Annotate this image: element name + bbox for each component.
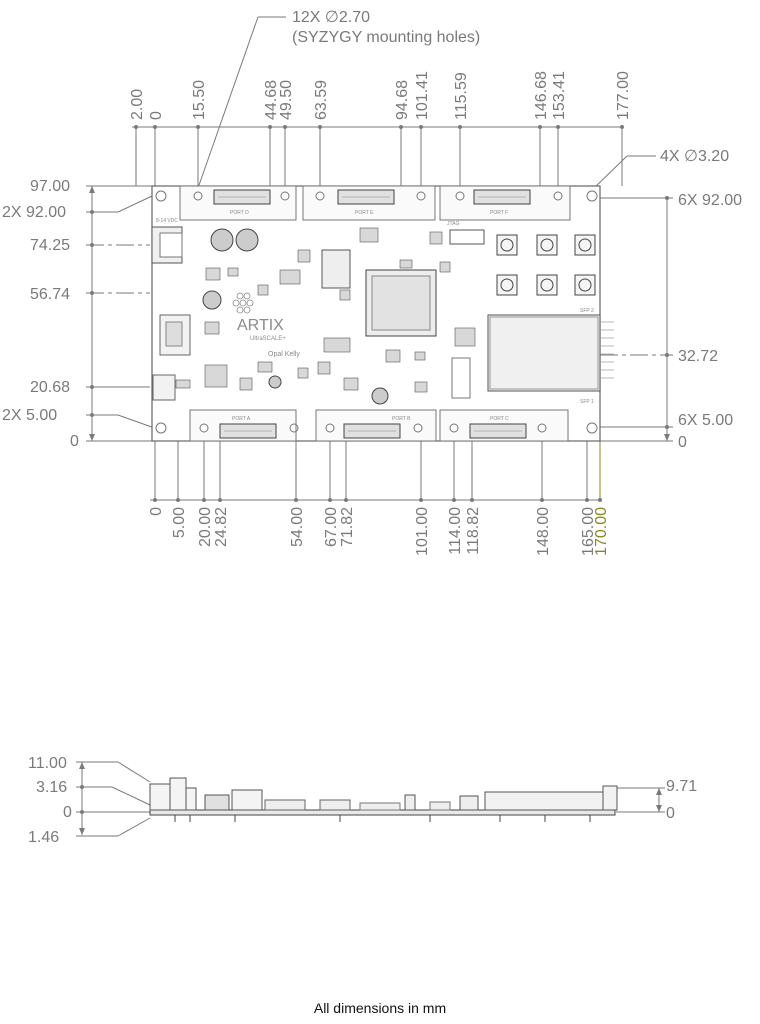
left-dim: 0 — [70, 433, 79, 450]
board-side-view — [149, 777, 618, 822]
top-dim-tick — [196, 125, 200, 129]
bottom-dim-tick — [176, 498, 180, 502]
side-left-dim: 3.16 — [36, 779, 67, 796]
right-dim: 6X 5.00 — [678, 412, 733, 429]
bottom-dim-tick — [202, 498, 206, 502]
board-top-view: PORT D PORT E PORT F PORT A PORT B PORT … — [151, 185, 614, 442]
brand-emblem-icon — [232, 292, 254, 314]
top-dim: 146.68 — [533, 71, 550, 120]
bottom-dim-tick — [470, 498, 474, 502]
top-dim-tick — [134, 125, 138, 129]
side-left-dim: 1.46 — [28, 829, 59, 846]
side-left-dim: 11.00 — [28, 755, 67, 772]
left-dim: 20.68 — [30, 379, 70, 396]
top-dim: 101.41 — [414, 71, 431, 120]
top-dim-tick — [620, 125, 624, 129]
left-dim: 74.25 — [30, 237, 70, 254]
top-dim: 44.68 — [263, 80, 280, 120]
port-b-label: PORT B — [392, 416, 411, 422]
bottom-dim: 5.00 — [171, 507, 188, 538]
bottom-dim: 165.00 — [580, 507, 597, 556]
bottom-dim-tick — [294, 498, 298, 502]
top-dim-tick — [419, 125, 423, 129]
left-dim: 97.00 — [30, 178, 70, 195]
right-dimensions: 6X 92.00 32.72 6X 5.00 0 — [450, 192, 742, 451]
top-dim-tick — [318, 125, 322, 129]
units-footnote: All dimensions in mm — [313, 1000, 447, 1016]
brand-sub-text: UltraSCALE+ — [250, 336, 286, 342]
bottom-dim: 118.82 — [465, 507, 482, 555]
brand-logo-text: ARTIX — [237, 317, 284, 334]
top-dim-tick — [283, 125, 287, 129]
bottom-dim: 54.00 — [289, 507, 306, 547]
syzygy-holes-callout: 12X ∅2.70 (SYZYGY mounting holes) — [197, 9, 480, 189]
top-dim: 94.68 — [394, 80, 411, 120]
bottom-dim: 71.82 — [339, 507, 356, 547]
corner-holes-label: 4X ∅3.20 — [660, 148, 729, 165]
port-a-label: PORT A — [232, 416, 251, 422]
bottom-dim-tick — [598, 498, 602, 502]
left-dimensions: 97.00 2X 92.00 74.25 56.74 20.68 2X 5.00… — [2, 178, 161, 450]
bottom-dim: 67.00 — [323, 507, 340, 547]
top-dim: 15.50 — [191, 80, 208, 120]
top-dim: 115.59 — [453, 72, 470, 120]
corner-holes-callout: 4X ∅3.20 — [591, 148, 729, 191]
right-dim: 0 — [678, 434, 687, 451]
bottom-dim: 101.00 — [414, 507, 431, 556]
bottom-dim-tick — [452, 498, 456, 502]
side-view-dimensions-left: 11.00 3.16 0 1.46 — [28, 755, 151, 846]
top-dim: 0 — [148, 111, 165, 120]
bottom-dim-tick — [540, 498, 544, 502]
bottom-dim: 148.00 — [535, 507, 552, 556]
syzygy-holes-count: 12X ∅2.70 — [292, 9, 370, 26]
top-dim-tick — [458, 125, 462, 129]
bottom-dim: 24.82 — [213, 507, 230, 547]
left-dim: 2X 92.00 — [2, 204, 66, 221]
bottom-dim-tick — [419, 498, 423, 502]
top-dim: 49.50 — [278, 80, 295, 120]
top-dim: 2.00 — [129, 89, 146, 120]
left-dim: 56.74 — [30, 286, 70, 303]
bottom-dim: 114.00 — [447, 507, 464, 555]
company-logo-text: Opal Kelly — [268, 351, 300, 358]
top-dim-tick — [268, 125, 272, 129]
port-d-label: PORT D — [230, 210, 249, 216]
side-view-dimensions-right: 9.71 0 — [616, 778, 697, 822]
top-dim-tick — [399, 125, 403, 129]
port-f-label: PORT F — [490, 210, 508, 216]
left-dim: 2X 5.00 — [2, 407, 57, 424]
top-dim: 63.59 — [313, 80, 330, 120]
port-c-label: PORT C — [490, 416, 509, 422]
bottom-dim-tick — [218, 498, 222, 502]
jtag-label: JTAG — [447, 221, 460, 227]
bottom-dim-tick — [153, 498, 157, 502]
right-dim: 6X 92.00 — [678, 192, 742, 209]
bottom-dim: 0 — [148, 507, 165, 516]
syzygy-holes-desc: (SYZYGY mounting holes) — [292, 29, 480, 46]
bottom-dim: 20.00 — [197, 507, 214, 547]
bottom-dim: 170.00 — [593, 507, 610, 556]
top-dim-tick — [556, 125, 560, 129]
side-right-dim: 9.71 — [666, 778, 697, 795]
top-dim-tick — [538, 125, 542, 129]
mounting-holes — [155, 190, 598, 434]
sfp1-label: SFP 1 — [580, 399, 594, 405]
bottom-dim-tick — [344, 498, 348, 502]
right-dim: 32.72 — [678, 348, 718, 365]
bottom-dim-tick — [585, 498, 589, 502]
top-dim: 177.00 — [615, 71, 632, 120]
sfp2-label: SFP 2 — [580, 308, 594, 314]
top-dim: 153.41 — [551, 71, 568, 120]
top-dim-tick — [153, 125, 157, 129]
bottom-dim-tick — [328, 498, 332, 502]
port-e-label: PORT E — [355, 210, 374, 216]
side-left-dim: 0 — [63, 804, 72, 821]
side-right-dim: 0 — [666, 805, 675, 822]
power-input-label: 8-14 VDC — [156, 218, 178, 224]
